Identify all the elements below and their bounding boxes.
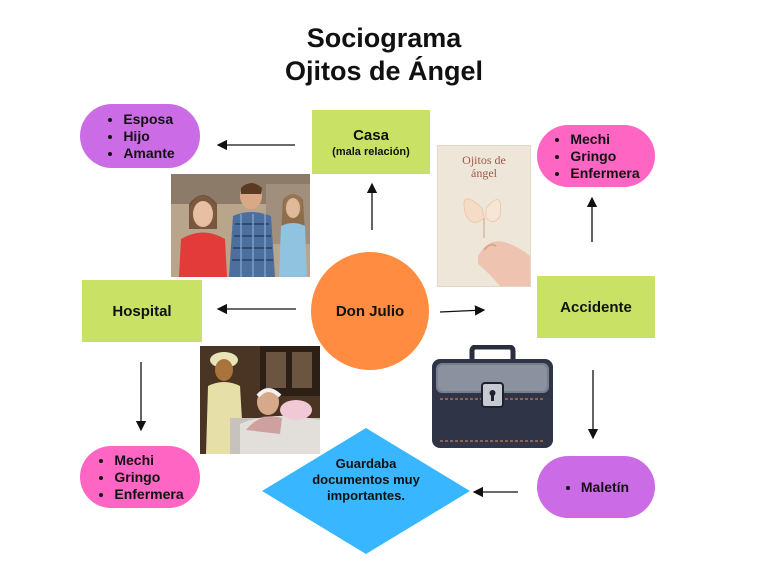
list-item: Enfermera (570, 165, 639, 182)
accidente-relations-pill: Mechi Gringo Enfermera (537, 125, 655, 187)
couple-illustration-icon (171, 174, 310, 277)
list-item: Esposa (123, 111, 174, 128)
hospital-node: Hospital (82, 280, 202, 342)
couple-photo (171, 174, 310, 277)
list-item: Maletín (581, 479, 629, 496)
list-item: Mechi (114, 452, 183, 469)
accidente-label: Accidente (560, 298, 632, 316)
hospital-relations-pill: Mechi Gringo Enfermera (80, 446, 200, 508)
maletin-list: Maletín (563, 479, 629, 496)
list-item: Gringo (570, 148, 639, 165)
list-item: Amante (123, 145, 174, 162)
hospital-photo (200, 346, 320, 454)
casa-label: Casa (353, 126, 389, 144)
maletin-pill: Maletín (537, 456, 655, 518)
briefcase-icon (432, 345, 553, 448)
diagram-title-line1: Sociograma (306, 23, 462, 53)
casa-note: (mala relación) (332, 145, 410, 158)
book-title-line1: Ojitos de (462, 153, 506, 167)
accidente-node: Accidente (537, 276, 655, 338)
center-node-don-julio: Don Julio (311, 252, 429, 370)
casa-relations-list: Esposa Hijo Amante (105, 111, 174, 162)
list-item: Mechi (570, 131, 639, 148)
documentos-diamond: Guardaba documentos muy importantes. (262, 428, 470, 554)
casa-relations-pill: Esposa Hijo Amante (80, 104, 200, 168)
hospital-relations-list: Mechi Gringo Enfermera (96, 452, 183, 503)
documentos-label: Guardaba documentos muy importantes. (312, 456, 420, 503)
butterfly-hand-icon (463, 198, 530, 286)
arrow-center-to-accidente (439, 305, 486, 316)
casa-node: Casa (mala relación) (312, 110, 430, 174)
briefcase-image (430, 345, 555, 450)
list-item: Enfermera (114, 486, 183, 503)
accidente-relations-list: Mechi Gringo Enfermera (552, 131, 639, 182)
center-label: Don Julio (335, 302, 405, 320)
diamond-shape (262, 428, 470, 554)
list-item: Gringo (114, 469, 183, 486)
book-title-line2: ángel (471, 166, 497, 180)
hospital-scene-icon (200, 346, 320, 454)
hospital-label: Hospital (112, 302, 172, 320)
list-item: Hijo (123, 128, 174, 145)
book-cover: Ojitos de ángel (437, 145, 531, 287)
diagram-title-line2: Ojitos de Ángel (284, 56, 484, 86)
